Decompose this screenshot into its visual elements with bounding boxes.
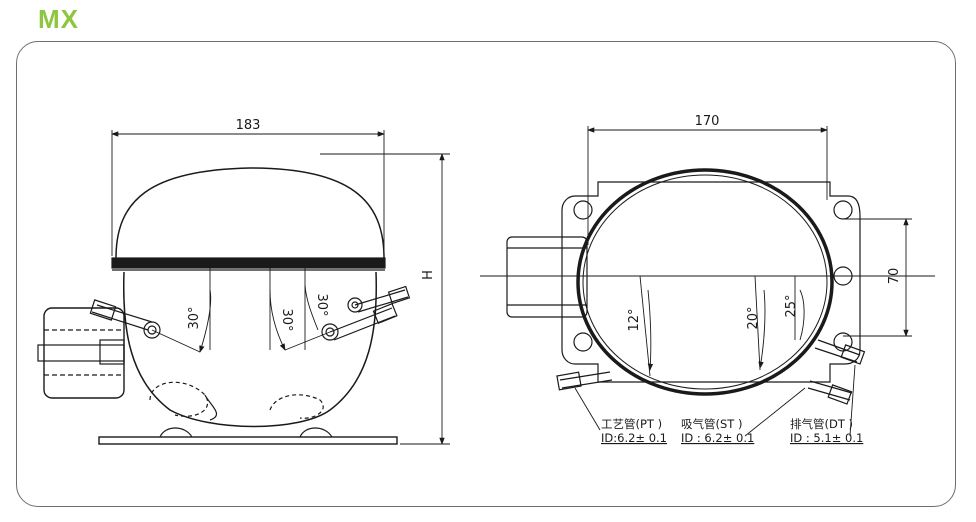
angle-dt: 25°	[784, 294, 799, 317]
angle-pt: 12°	[627, 308, 642, 331]
compressor-lower-shell	[122, 271, 378, 428]
compressor-belt	[111, 257, 386, 269]
pipe-dt-name: 排气管(DT )	[790, 417, 853, 431]
pipe-labels: 工艺管(PT ) ID:6.2± 0.1 吸气管(ST ) ID : 6.2± …	[601, 417, 863, 445]
pipe-dt-id: ID : 5.1± 0.1	[790, 431, 863, 445]
side-view	[37, 130, 450, 445]
dim-70: 70	[887, 268, 902, 285]
dim-170: 170	[695, 114, 720, 129]
angle-left: 30°	[187, 306, 202, 329]
compressor-dome	[115, 167, 385, 259]
base-plate	[98, 436, 398, 445]
compressor-body	[576, 168, 834, 396]
dim-h: H	[421, 270, 436, 280]
pipe-pt-id: ID:6.2± 0.1	[601, 431, 667, 445]
electrical-box	[43, 307, 125, 399]
angle-right: 30°	[314, 293, 329, 316]
model-title: MX	[38, 4, 79, 34]
angle-mid: 30°	[279, 308, 294, 331]
drawing-frame	[16, 41, 956, 507]
dim-183: 183	[236, 118, 261, 133]
electrical-housing	[506, 236, 588, 318]
top-view	[480, 126, 935, 437]
pipe-st-name: 吸气管(ST )	[681, 417, 742, 431]
mounting-plate	[561, 181, 861, 383]
angle-st: 20°	[746, 306, 761, 329]
pipe-pt-name: 工艺管(PT )	[601, 417, 662, 431]
pipe-st-id: ID : 6.2± 0.1	[681, 431, 754, 445]
